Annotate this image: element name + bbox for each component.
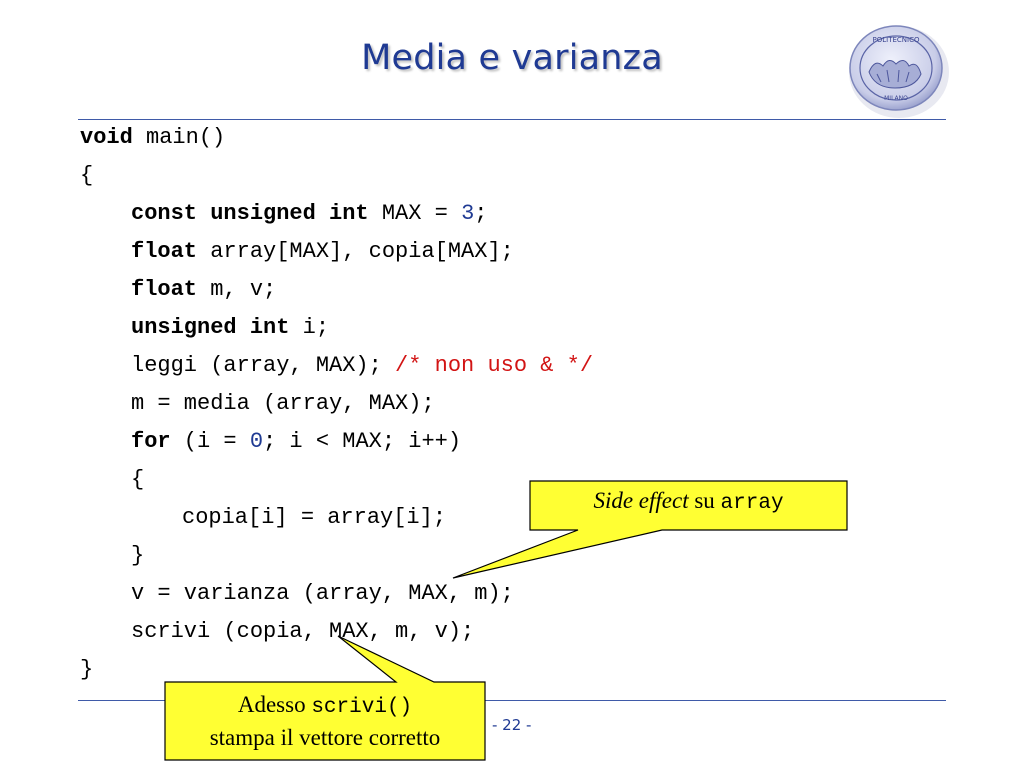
callout-text-part: su xyxy=(688,488,721,513)
code-comment: /* non uso & */ xyxy=(395,353,594,378)
code-text: main() xyxy=(132,125,226,150)
code-text: ; xyxy=(474,201,488,226)
keyword: for xyxy=(131,429,171,454)
header-divider xyxy=(78,119,946,120)
code-line: m = media (array, MAX); xyxy=(131,391,435,416)
adesso-callout-text: Adesso scrivi() stampa il vettore corrett… xyxy=(165,690,485,753)
code-line: { xyxy=(80,163,94,188)
code-line: copia[i] = array[i]; xyxy=(182,505,447,530)
code-line: float array[MAX], copia[MAX]; xyxy=(131,233,514,271)
number-literal: 0 xyxy=(249,429,264,454)
code-line: leggi (array, MAX); /* non uso & */ xyxy=(131,347,593,385)
callout-text-part: Adesso xyxy=(237,692,312,717)
code-line: const unsigned int MAX = 3; xyxy=(131,195,487,233)
code-text: MAX = xyxy=(368,201,462,226)
page-number: - 22 - xyxy=(492,716,532,734)
callout-italic: Side effect xyxy=(593,488,689,513)
code-line: unsigned int i; xyxy=(131,309,329,347)
keyword: unsigned int xyxy=(131,315,290,340)
code-text: leggi (array, MAX); xyxy=(131,353,396,378)
code-text: i; xyxy=(289,315,330,340)
side-effect-callout-text: Side effect su array xyxy=(530,488,847,515)
code-line: for (i = 0; i < MAX; i++) xyxy=(131,423,461,461)
callout-code: scrivi() xyxy=(311,696,413,719)
keyword: void xyxy=(80,125,133,150)
keyword: float xyxy=(131,277,198,302)
callout-code: array xyxy=(720,492,784,515)
university-seal-icon: POLITECNICO MILANO xyxy=(849,25,949,118)
code-line: float m, v; xyxy=(131,271,276,309)
code-text: array[MAX], copia[MAX]; xyxy=(197,239,514,264)
code-text: m, v; xyxy=(197,277,277,302)
keyword: float xyxy=(131,239,198,264)
footer-divider xyxy=(78,700,946,701)
seal-bottom-text: MILANO xyxy=(884,95,908,102)
number-literal: 3 xyxy=(461,201,475,226)
code-line: { xyxy=(131,467,145,492)
code-line: } xyxy=(80,657,94,682)
callout-line2: stampa il vettore corretto xyxy=(209,725,441,750)
code-text: ; i < MAX; i++) xyxy=(263,429,462,454)
keyword: const unsigned int xyxy=(131,201,369,226)
adesso-callout-shape xyxy=(164,635,486,761)
code-line: scrivi (copia, MAX, m, v); xyxy=(131,619,475,644)
seal-top-text: POLITECNICO xyxy=(873,36,920,44)
side-effect-callout-shape xyxy=(452,480,848,579)
code-line: void main() xyxy=(80,119,225,157)
code-line: } xyxy=(131,543,145,568)
slide-title: Media e varianza xyxy=(361,38,663,78)
code-line: v = varianza (array, MAX, m); xyxy=(131,581,514,606)
code-text: (i = xyxy=(170,429,250,454)
